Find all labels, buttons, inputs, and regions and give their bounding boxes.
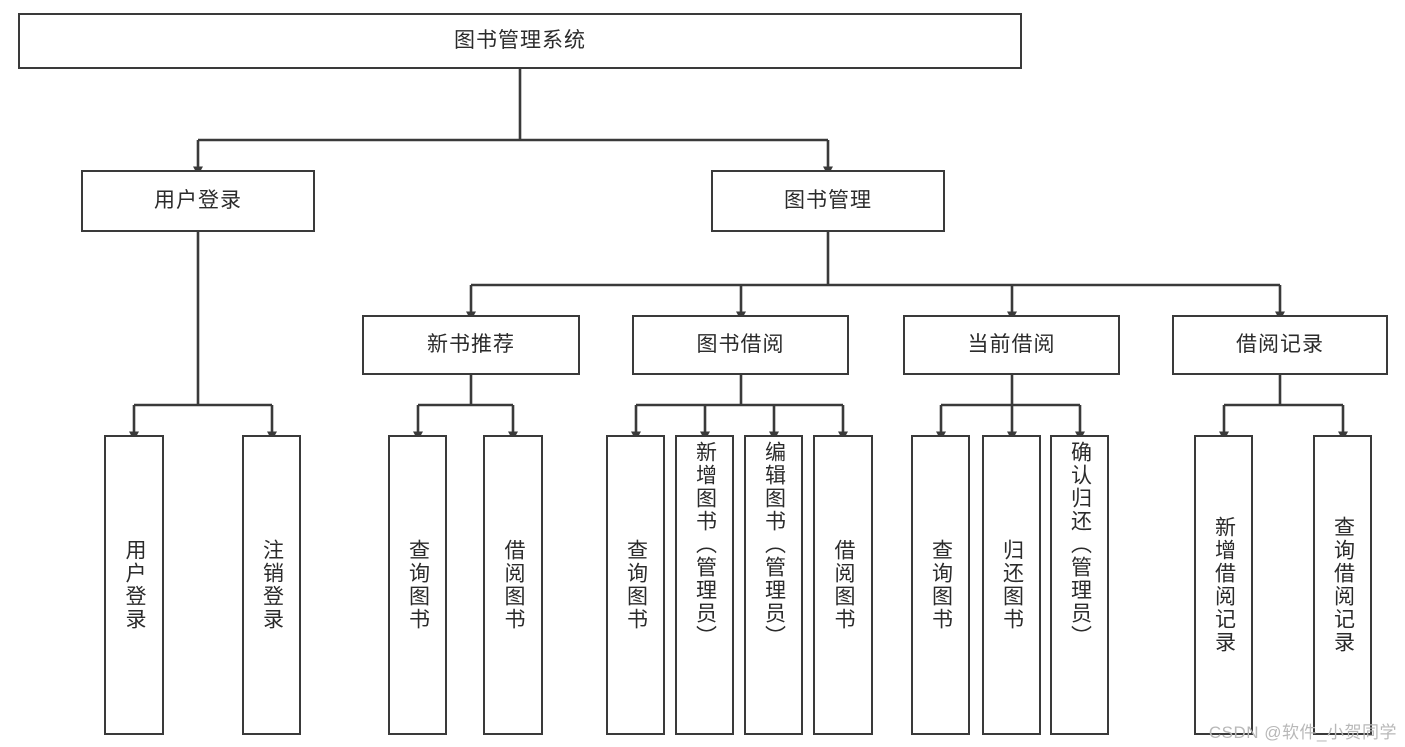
node-leaf-add-book[interactable]: 新增图书（管理员） [675, 435, 734, 735]
node-label: 图书管理系统 [454, 29, 586, 53]
node-leaf-edit-book[interactable]: 编辑图书（管理员） [744, 435, 803, 735]
node-label: 编辑图书（管理员） [762, 441, 786, 648]
node-label: 用户登录 [123, 539, 147, 631]
node-label: 查询图书 [929, 539, 953, 631]
watermark: CSDN @软件_小贺同学 [1208, 723, 1397, 742]
node-label: 新书推荐 [427, 333, 515, 357]
node-leaf-return-book[interactable]: 归还图书 [982, 435, 1041, 735]
node-leaf-user-login[interactable]: 用户登录 [104, 435, 164, 735]
node-label: 借阅图书 [502, 539, 526, 631]
node-label: 归还图书 [1000, 539, 1024, 631]
node-leaf-logout[interactable]: 注销登录 [242, 435, 301, 735]
node-user-login[interactable]: 用户登录 [81, 170, 315, 232]
node-label: 当前借阅 [967, 333, 1056, 357]
node-root[interactable]: 图书管理系统 [18, 13, 1022, 69]
node-label: 借阅记录 [1236, 333, 1324, 357]
node-leaf-borrow-book-1[interactable]: 借阅图书 [483, 435, 543, 735]
node-label: 查询图书 [624, 539, 648, 631]
node-label: 确认归还（管理员） [1068, 441, 1092, 648]
node-label: 图书管理 [784, 189, 872, 213]
node-label: 查询图书 [406, 539, 430, 631]
node-leaf-query-record[interactable]: 查询借阅记录 [1313, 435, 1372, 735]
node-leaf-query-book-2[interactable]: 查询图书 [606, 435, 665, 735]
node-book-borrow[interactable]: 图书借阅 [632, 315, 849, 375]
node-borrow-record[interactable]: 借阅记录 [1172, 315, 1388, 375]
node-leaf-add-record[interactable]: 新增借阅记录 [1194, 435, 1253, 735]
node-leaf-borrow-book-2[interactable]: 借阅图书 [813, 435, 873, 735]
node-label: 新增借阅记录 [1212, 516, 1236, 654]
node-label: 用户登录 [154, 189, 242, 213]
node-new-book-rec[interactable]: 新书推荐 [362, 315, 580, 375]
node-label: 借阅图书 [832, 539, 856, 631]
node-leaf-query-book-1[interactable]: 查询图书 [388, 435, 447, 735]
node-book-manage[interactable]: 图书管理 [711, 170, 945, 232]
node-label: 图书借阅 [696, 333, 785, 357]
node-leaf-query-book-3[interactable]: 查询图书 [911, 435, 970, 735]
node-label: 注销登录 [260, 539, 284, 631]
node-label: 查询借阅记录 [1331, 516, 1355, 654]
node-leaf-confirm-return[interactable]: 确认归还（管理员） [1050, 435, 1109, 735]
node-current-borrow[interactable]: 当前借阅 [903, 315, 1120, 375]
node-label: 新增图书（管理员） [693, 441, 717, 648]
